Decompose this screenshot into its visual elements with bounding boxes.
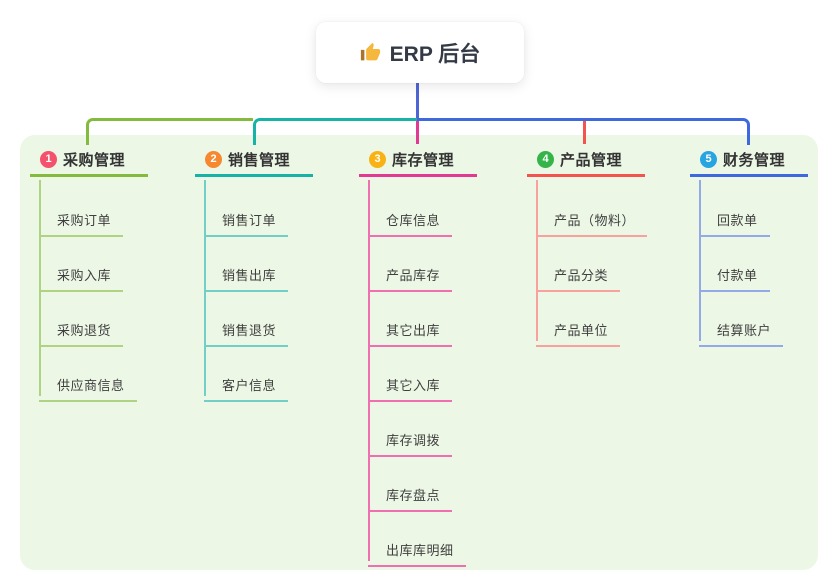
connector-branch-4-drop — [583, 121, 586, 144]
child-node[interactable]: 出库库明细 — [368, 529, 466, 567]
child-node-label: 付款单 — [717, 268, 758, 283]
branch-4: 4 产品管理 产品（物料） 产品分类产品单位 — [527, 145, 648, 347]
connector-root-stem — [416, 83, 419, 118]
branches-panel — [20, 135, 818, 570]
branch-child-connector — [204, 180, 206, 396]
branch-title-label: 库存管理 — [392, 152, 455, 169]
child-node-label: 产品单位 — [554, 323, 609, 338]
child-node-label: 客户信息 — [222, 378, 277, 393]
root-label: ERP 后台 — [389, 42, 481, 66]
child-node-label: 仓库信息 — [386, 213, 441, 228]
connector-branch-5-elbow — [417, 118, 750, 145]
connector-branch-2-elbow — [253, 118, 417, 145]
branch-1: 1 采购管理 采购订单采购入库采购退货供应商信息 — [30, 145, 148, 402]
branch-number-badge: 2 — [205, 151, 222, 168]
child-node[interactable]: 回款单 — [699, 199, 770, 237]
child-node-label: 采购入库 — [57, 268, 112, 283]
child-node-label: 出库库明细 — [386, 543, 454, 558]
branch-5-title[interactable]: 5 财务管理 — [690, 145, 808, 177]
branch-title-label: 财务管理 — [723, 152, 786, 169]
child-node[interactable]: 其它入库 — [368, 364, 453, 402]
connector-branch-1-elbow — [86, 118, 253, 145]
child-node[interactable]: 其它出库 — [368, 309, 453, 347]
child-node[interactable]: 采购订单 — [39, 199, 124, 237]
thumbs-up-icon — [360, 42, 381, 63]
child-node-label: 其它出库 — [386, 323, 441, 338]
branch-number-badge: 5 — [700, 151, 717, 168]
branch-3-title[interactable]: 3 库存管理 — [359, 145, 477, 177]
child-node[interactable]: 销售出库 — [204, 254, 289, 292]
child-node[interactable]: 产品库存 — [368, 254, 453, 292]
child-node[interactable]: 产品分类 — [536, 254, 621, 292]
child-node-label: 库存调拨 — [386, 433, 441, 448]
branch-number-badge: 1 — [40, 151, 57, 168]
branch-child-connector — [368, 180, 370, 561]
branch-child-connector — [536, 180, 538, 341]
connector-branch-3-drop — [416, 121, 419, 144]
child-node-label: 回款单 — [717, 213, 758, 228]
child-node-label: 结算账户 — [717, 323, 772, 338]
child-node-label: 采购退货 — [57, 323, 112, 338]
branch-2: 2 销售管理 销售订单销售出库销售退货客户信息 — [195, 145, 313, 402]
child-node[interactable]: 产品单位 — [536, 309, 621, 347]
child-node-label: 销售退货 — [222, 323, 277, 338]
branch-5: 5 财务管理 回款单付款单结算账户 — [690, 145, 808, 347]
child-node-label: 产品分类 — [554, 268, 609, 283]
root-node[interactable]: ERP 后台 — [316, 22, 524, 83]
child-node-label: 产品（物料） — [554, 213, 636, 228]
child-node[interactable]: 付款单 — [699, 254, 770, 292]
branch-2-title[interactable]: 2 销售管理 — [195, 145, 313, 177]
child-node-label: 销售出库 — [222, 268, 277, 283]
branch-3: 3 库存管理 仓库信息产品库存其它出库其它入库库存调拨库存盘点出库库明细 — [359, 145, 477, 567]
branch-child-connector — [39, 180, 41, 396]
child-node[interactable]: 供应商信息 — [39, 364, 137, 402]
branch-4-title[interactable]: 4 产品管理 — [527, 145, 645, 177]
child-node-label: 供应商信息 — [57, 378, 125, 393]
child-node[interactable]: 采购退货 — [39, 309, 124, 347]
child-node[interactable]: 销售订单 — [204, 199, 289, 237]
child-node-label: 采购订单 — [57, 213, 112, 228]
child-node-label: 其它入库 — [386, 378, 441, 393]
child-node[interactable]: 仓库信息 — [368, 199, 453, 237]
child-node[interactable]: 采购入库 — [39, 254, 124, 292]
branch-title-label: 销售管理 — [228, 152, 291, 169]
branch-number-badge: 4 — [537, 151, 554, 168]
branch-1-title[interactable]: 1 采购管理 — [30, 145, 148, 177]
branch-title-label: 采购管理 — [63, 152, 126, 169]
branch-title-label: 产品管理 — [560, 152, 623, 169]
child-node[interactable]: 结算账户 — [699, 309, 784, 347]
child-node[interactable]: 客户信息 — [204, 364, 289, 402]
branch-child-connector — [699, 180, 701, 341]
child-node[interactable]: 库存调拨 — [368, 419, 453, 457]
child-node-label: 销售订单 — [222, 213, 277, 228]
child-node-label: 产品库存 — [386, 268, 441, 283]
child-node[interactable]: 销售退货 — [204, 309, 289, 347]
child-node-label: 库存盘点 — [386, 488, 441, 503]
child-node[interactable]: 库存盘点 — [368, 474, 453, 512]
child-node[interactable]: 产品（物料） — [536, 199, 648, 237]
branch-number-badge: 3 — [369, 151, 386, 168]
